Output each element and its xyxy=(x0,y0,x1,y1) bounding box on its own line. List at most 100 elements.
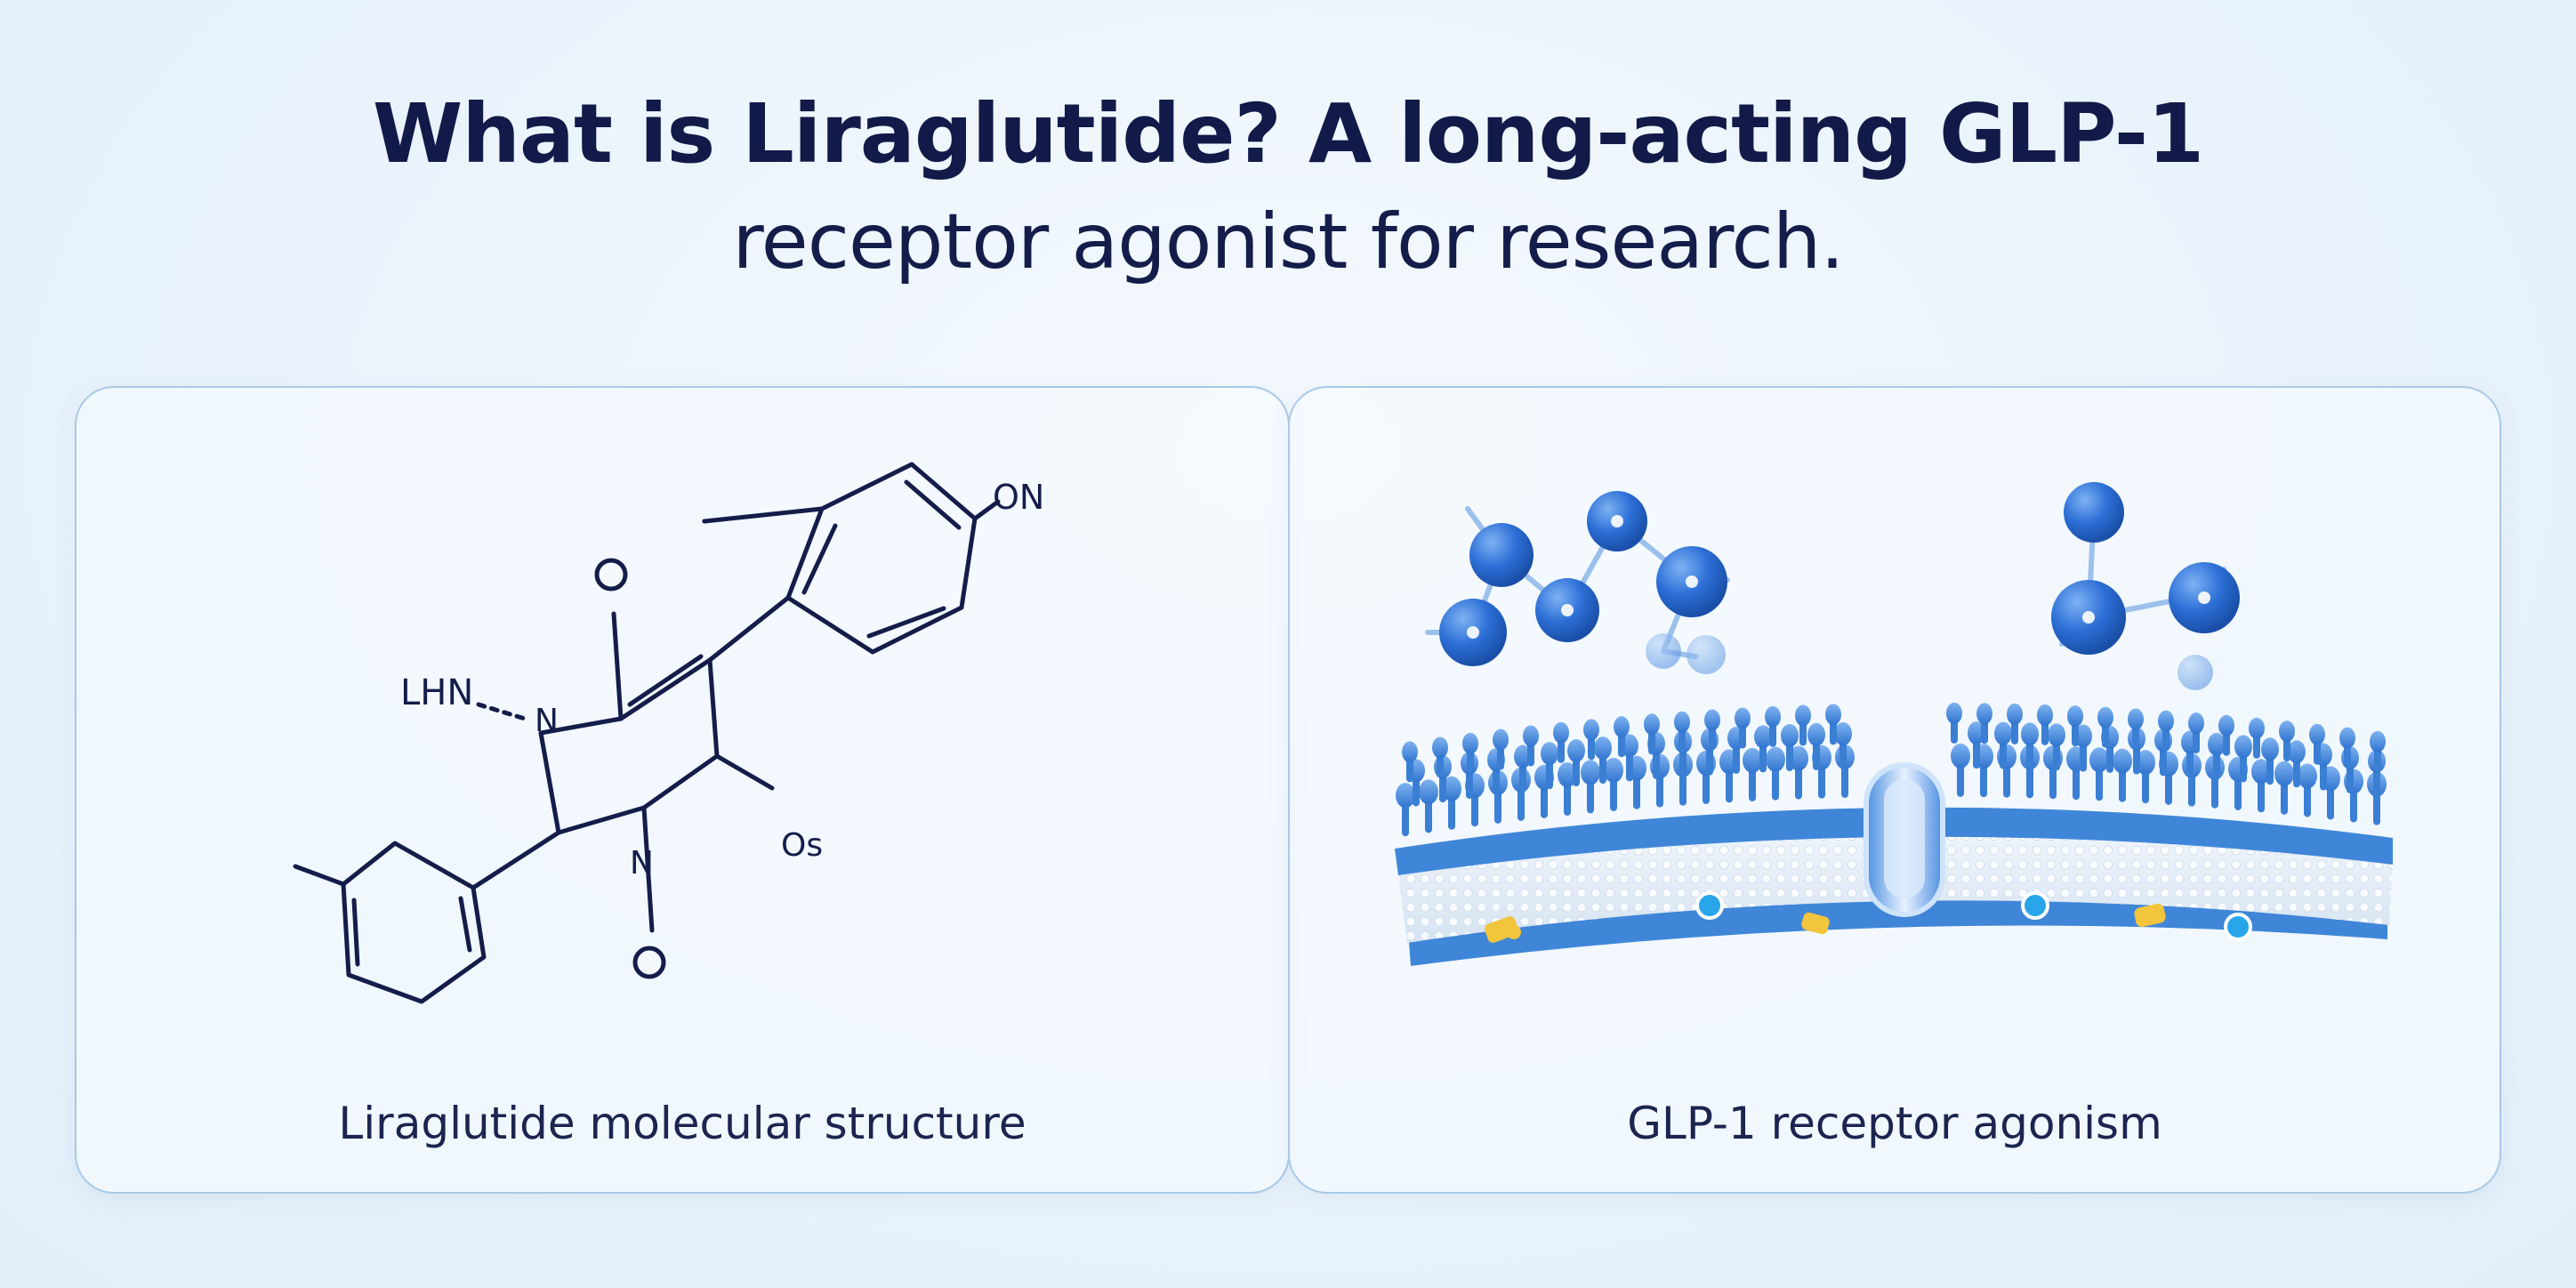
agonism-caption: GLP-1 receptor agonism xyxy=(1627,1098,2162,1149)
ligand-atom-faded xyxy=(1686,635,1726,674)
lipid-head xyxy=(1419,779,1438,805)
receptor-agonism-illustration xyxy=(1395,482,2393,966)
lipid-head xyxy=(1396,783,1415,809)
atom-label-n-lower: N xyxy=(630,845,654,881)
atom-label-n-upper: N xyxy=(535,703,559,739)
lipid-head xyxy=(1644,713,1660,736)
lipid-head xyxy=(1604,757,1623,783)
lipid-head xyxy=(1795,704,1811,727)
lipid-head xyxy=(1946,702,1962,724)
lipid-head xyxy=(1743,747,1762,773)
receptor-agonism-panel: GLP-1 receptor agonism xyxy=(1288,386,2501,1194)
ligand-atom xyxy=(2064,482,2124,543)
cyclohexene-substituent xyxy=(293,864,346,887)
lipid-head xyxy=(2251,759,2271,785)
headline-line-2: receptor agonist for research. xyxy=(732,197,1844,287)
lipid-head xyxy=(2249,717,2265,739)
lipid-head xyxy=(1994,721,2012,745)
lipid-head xyxy=(2218,714,2234,737)
lipid-head xyxy=(1825,704,1841,726)
lipid-head xyxy=(2136,750,2155,776)
benzene-double-bond-3 xyxy=(801,523,838,595)
ligand-molecules xyxy=(1439,482,2240,690)
lipid-head xyxy=(2089,747,2109,773)
lipid-head xyxy=(2370,730,2386,753)
lipid-head xyxy=(1594,737,1612,761)
lipid-head xyxy=(1976,703,1992,725)
lipid-head xyxy=(1834,722,1852,746)
ligand-atom xyxy=(1469,523,1534,587)
os-bond xyxy=(714,753,775,791)
lipid-head xyxy=(2158,710,2174,732)
cyclohexene-ring xyxy=(341,841,487,1004)
lipid-head xyxy=(2037,704,2053,726)
lipid-head xyxy=(2339,727,2355,749)
lipid-head xyxy=(1493,729,1509,751)
lipid-head xyxy=(2288,740,2306,764)
methyl-bond xyxy=(702,506,825,524)
headline: What is Liraglutide? A long-acting GLP-1… xyxy=(0,89,2576,285)
oxygen-top xyxy=(594,558,628,592)
cyclohexene-double-bond-2 xyxy=(351,898,360,967)
n-oxide-bond xyxy=(641,805,655,933)
lipid-head xyxy=(1789,745,1808,771)
lipid-head xyxy=(1583,719,1599,741)
oxygen-bottom xyxy=(632,946,666,979)
ring-link-bond-lower xyxy=(471,830,561,890)
lipid-head xyxy=(1541,742,1558,766)
carbonyl-top-bond xyxy=(611,611,624,721)
lipid-head xyxy=(1807,722,1825,746)
lipid-head xyxy=(2274,761,2294,786)
ring-link-bond xyxy=(707,595,791,663)
lipid-heads xyxy=(1396,702,2387,837)
atom-label-os: Os xyxy=(781,827,823,864)
benzene-ring xyxy=(785,462,978,655)
molecule-caption: Liraglutide molecular structure xyxy=(338,1098,1026,1149)
lipid-head xyxy=(1553,721,1569,744)
lipid-head xyxy=(1781,723,1799,747)
lipid-head xyxy=(2298,763,2317,789)
lipid-head xyxy=(2007,703,2023,725)
lipid-head xyxy=(2113,748,2132,774)
lipid-head xyxy=(2021,722,2039,746)
lipid-head xyxy=(2208,732,2226,756)
lipid-head xyxy=(1704,709,1720,731)
dashed-bond xyxy=(476,702,527,721)
atom-label-on: ON xyxy=(993,478,1044,517)
lipid-head xyxy=(2067,705,2083,728)
lipid-head xyxy=(1523,725,1539,747)
lipid-head xyxy=(1402,741,1418,763)
lipid-head xyxy=(1558,762,1577,788)
cyclohexene-double-bond-1 xyxy=(458,896,472,953)
lipid-head xyxy=(1765,705,1781,728)
membrane-upper-leaflet xyxy=(1395,807,2393,875)
lipid-head xyxy=(1581,760,1600,785)
central-double-bond xyxy=(627,654,704,707)
lipid-head xyxy=(2309,723,2325,745)
lipid-head xyxy=(1567,739,1585,763)
lipid-head xyxy=(2188,712,2204,735)
lipid-head xyxy=(1754,725,1772,749)
lipid-head xyxy=(1462,732,1478,754)
central-ring xyxy=(538,657,720,835)
benzene-double-bond-2 xyxy=(866,606,946,639)
lipid-head xyxy=(2234,735,2252,759)
ligand-atom-faded xyxy=(2178,655,2213,690)
lipid-head xyxy=(1442,776,1461,801)
lipid-head xyxy=(2128,708,2144,730)
lipid-head xyxy=(1735,707,1751,729)
molecule-structure-panel: LHN N N ON Os Liraglutide molecular stru… xyxy=(75,386,1290,1194)
lipid-head xyxy=(2279,720,2295,743)
headline-line-1: What is Liraglutide? A long-acting GLP-1 xyxy=(372,86,2204,181)
atom-label-lhn: LHN xyxy=(400,672,473,713)
lipid-head xyxy=(1614,716,1630,738)
lipid-head xyxy=(1766,746,1785,772)
lipid-head xyxy=(2261,737,2279,761)
molecule-structure-diagram: LHN N N ON Os xyxy=(293,462,1044,1004)
lipid-head xyxy=(1432,737,1448,759)
on-bond xyxy=(972,499,1001,521)
lipid-head xyxy=(1951,743,1970,769)
lipid-head xyxy=(1674,711,1690,733)
lipid-head xyxy=(2097,706,2113,729)
membrane-particles xyxy=(1485,891,2252,943)
